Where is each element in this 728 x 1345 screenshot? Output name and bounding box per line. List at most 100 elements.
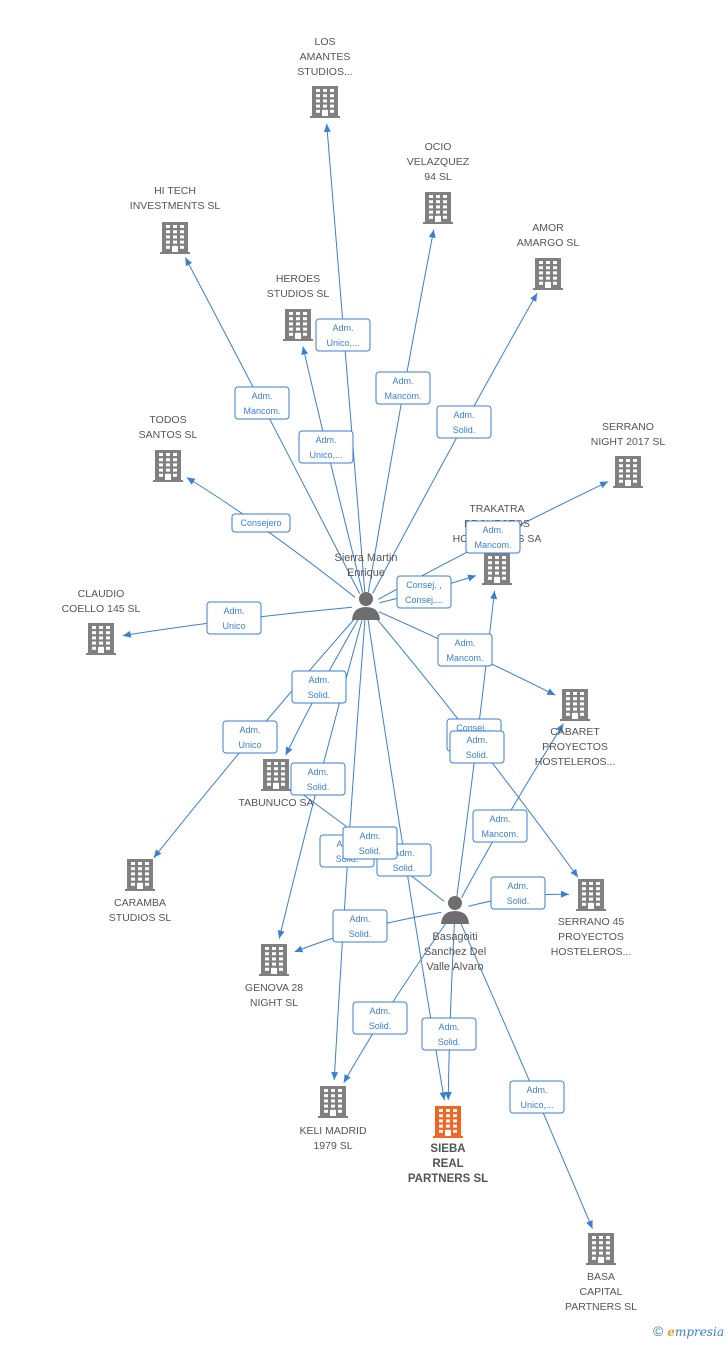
- relation-badge-sierra-caramba[interactable]: Adm. Unico: [222, 720, 278, 754]
- relation-badge-basagoiti-basa[interactable]: Adm.Unico,...: [509, 1080, 565, 1114]
- arrowhead-basagoiti-trakatra: [490, 590, 498, 600]
- relation-badge-line: Adm.: [393, 848, 414, 858]
- company-label-basa-line: BASA: [587, 1271, 615, 1283]
- company-label-ocio-line: VELAZQUEZ: [407, 156, 470, 168]
- relation-badge-line: Consejero: [240, 518, 281, 528]
- building-icon-hitech[interactable]: [160, 222, 190, 254]
- relation-badge-basagoiti-sieba[interactable]: Adm.Solid.: [421, 1017, 477, 1051]
- relation-badge-sierra-trakatra[interactable]: Consej. ,Consej....: [396, 575, 452, 609]
- relation-badge-line: Solid.: [308, 690, 331, 700]
- person-icon-sierra[interactable]: [352, 592, 380, 620]
- relation-badge-line: Adm.: [489, 814, 510, 824]
- relation-badge-text: Adm.Mancom.: [474, 525, 511, 550]
- relation-badge-line: Solid.: [466, 750, 489, 760]
- relation-badge-sierra-tabunuco[interactable]: Adm. Solid.: [291, 670, 347, 704]
- building-icon-genova[interactable]: [259, 944, 289, 976]
- company-label-amantes-line: LOS: [314, 36, 335, 48]
- relation-badge-sierra-genova[interactable]: Adm.Solid.: [290, 762, 346, 796]
- company-label-trakatra-line: TRAKATRA: [469, 503, 524, 515]
- building-icon-basa[interactable]: [586, 1233, 616, 1265]
- relation-badge-line: Adm.: [239, 725, 260, 735]
- relation-badge-sierra-serrano2017[interactable]: Adm.Mancom.: [465, 520, 521, 554]
- arrowhead-sierra-serrano2017: [599, 481, 609, 489]
- relation-badge-line: Mancom.: [384, 391, 421, 401]
- person-icon-basagoiti[interactable]: [441, 896, 469, 924]
- relation-badge-basagoiti-tabunuco[interactable]: Adm.Solid.: [342, 826, 398, 860]
- relation-badge-line: Adm.: [308, 675, 329, 685]
- relation-badge-basagoiti-genova[interactable]: Adm.Solid.: [332, 909, 388, 943]
- building-icon-tabunuco[interactable]: [261, 759, 291, 791]
- relation-badge-line: Unico: [238, 740, 261, 750]
- company-label-todos-line: SANTOS SL: [139, 429, 198, 441]
- company-label-hitech: HI TECH INVESTMENTS SL: [130, 185, 221, 212]
- company-label-hitech-line: INVESTMENTS SL: [130, 200, 221, 212]
- person-label-sierra-line: Sierra Martin: [335, 552, 398, 564]
- relation-badge-sierra-cabaret[interactable]: Adm.Mancom.: [437, 633, 493, 667]
- relation-edge-sierra-hitech: [184, 257, 361, 594]
- arrowhead-sierra-genova: [277, 930, 285, 939]
- relation-badge-text: Adm.Solid.: [507, 881, 530, 906]
- relation-edge-sierra-todos: [186, 477, 356, 598]
- relation-badge-line: Unico,...: [326, 338, 359, 348]
- relation-badge-line: Adm.: [438, 1022, 459, 1032]
- relation-badge-sierra-amor[interactable]: Adm.Solid.: [436, 405, 492, 439]
- relation-badge-line: Mancom.: [474, 540, 511, 550]
- company-label-heroes-line: STUDIOS SL: [267, 288, 330, 300]
- relation-badge-text: Adm.Unico,...: [520, 1085, 553, 1110]
- company-label-serrano45-line: SERRANO 45: [558, 916, 625, 928]
- building-icon-ocio[interactable]: [423, 192, 453, 224]
- badges-layer: Adm.Unico,...Adm.Mancom.Adm.Mancom.Adm.S…: [206, 318, 565, 1114]
- building-icon-todos[interactable]: [153, 450, 183, 482]
- building-icon-heroes[interactable]: [283, 309, 313, 341]
- arrowhead-sierra-amor: [530, 293, 538, 302]
- relation-badge-line: Consej. ,: [456, 723, 492, 733]
- relation-badge-sierra-amantes[interactable]: Adm.Unico,...: [315, 318, 371, 352]
- relation-badge-text: Adm.Solid.: [359, 831, 382, 856]
- company-label-amor-line: AMARGO SL: [517, 237, 580, 249]
- arrowhead-sierra-keli: [331, 1071, 339, 1081]
- relation-badge-text: Consejero: [240, 518, 281, 528]
- relation-badge-text: Adm.Mancom.: [243, 391, 280, 416]
- relation-badge-basagoiti-keli[interactable]: Adm.Solid.: [352, 1001, 408, 1035]
- arrowhead-basagoiti-genova: [294, 945, 304, 953]
- building-icon-trakatra[interactable]: [482, 553, 512, 585]
- building-icon-cabaret[interactable]: [560, 689, 590, 721]
- relation-badge-text: Adm. Solid.: [308, 675, 331, 700]
- relation-badge-text: Adm.Solid.: [307, 767, 330, 792]
- company-label-hitech-line: HI TECH: [154, 185, 196, 197]
- relation-badge-line: Adm.: [453, 410, 474, 420]
- building-icon-amantes[interactable]: [310, 86, 340, 118]
- relation-badge-basagoiti-serrano45[interactable]: Adm.Solid.: [490, 876, 546, 910]
- building-icon-serrano45[interactable]: [576, 879, 606, 911]
- brand-name: mpresia: [674, 1325, 724, 1339]
- relation-badge-sierra-heroes[interactable]: Adm.Unico,...: [298, 430, 354, 464]
- building-icon-amor[interactable]: [533, 258, 563, 290]
- arrowhead-basagoiti-keli: [343, 1074, 351, 1083]
- relation-badge-line: Mancom.: [243, 406, 280, 416]
- company-label-heroes-line: HEROES: [276, 273, 320, 285]
- building-icon-serrano2017[interactable]: [613, 456, 643, 488]
- relation-badge-sierra-ocio[interactable]: Adm.Mancom.: [375, 371, 431, 405]
- person-label-basagoiti-line: Sanchez Del: [424, 946, 486, 958]
- relation-badge-line: Adm.: [223, 606, 244, 616]
- company-label-serrano2017-line: SERRANO: [602, 421, 654, 433]
- relation-badge-sierra-claudio[interactable]: Adm.Unico: [206, 601, 262, 635]
- company-label-genova-line: NIGHT SL: [250, 997, 298, 1009]
- building-icon-keli[interactable]: [318, 1086, 348, 1118]
- relation-badge-basagoiti-trakatra[interactable]: Adm.Solid.: [449, 730, 505, 764]
- relation-badge-sierra-hitech[interactable]: Adm.Mancom.: [234, 386, 290, 420]
- relation-badge-sierra-todos[interactable]: Consejero: [231, 513, 291, 533]
- company-label-caramba-line: STUDIOS SL: [109, 912, 172, 924]
- arrowhead-sierra-todos: [186, 477, 196, 485]
- company-label-ocio-line: 94 SL: [424, 171, 452, 183]
- company-label-keli-line: 1979 SL: [313, 1140, 352, 1152]
- building-icon-claudio[interactable]: [86, 623, 116, 655]
- relation-badge-text: Adm.Unico,...: [309, 435, 342, 460]
- building-icon-sieba[interactable]: [433, 1106, 463, 1138]
- relation-badge-line: Solid.: [359, 846, 382, 856]
- relation-badge-basagoiti-cabaret[interactable]: Adm.Mancom.: [472, 809, 528, 843]
- building-icon-caramba[interactable]: [125, 859, 155, 891]
